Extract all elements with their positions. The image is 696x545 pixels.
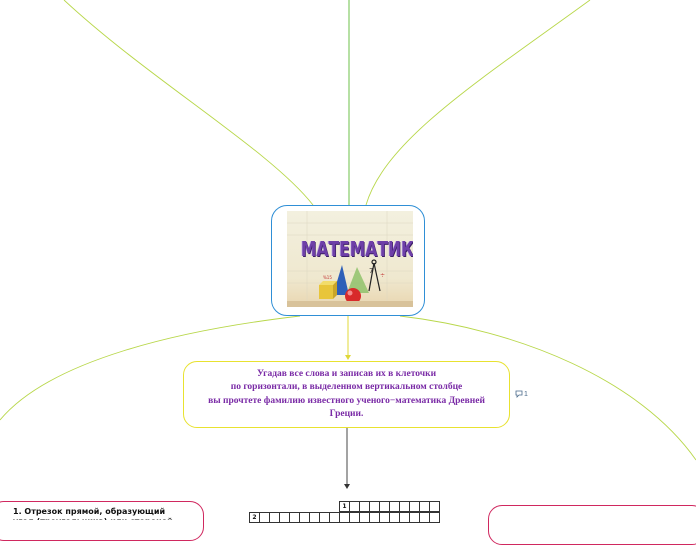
crossword-cell[interactable] — [370, 502, 380, 512]
crossword-cell[interactable] — [400, 513, 410, 523]
crossword-cell[interactable] — [320, 513, 330, 523]
crossword-cell[interactable] — [430, 513, 440, 523]
crossword-cell[interactable] — [300, 513, 310, 523]
crossword-cell[interactable] — [380, 502, 390, 512]
svg-text:7: 7 — [369, 267, 373, 275]
crossword-cell[interactable] — [340, 513, 350, 523]
crossword-cell[interactable] — [430, 502, 440, 512]
question-1-line-1: 1. Отрезок прямой, образующий — [13, 506, 203, 517]
crossword-cell[interactable] — [290, 513, 300, 523]
instruction-line-2: по горизонтали, в выделенном вертикально… — [192, 381, 502, 395]
cube-icon — [319, 281, 337, 299]
crossword-cell[interactable] — [330, 513, 340, 523]
crossword-number-2: 2 — [250, 513, 260, 523]
crossword-cell[interactable] — [350, 502, 360, 512]
crossword-cell[interactable] — [280, 513, 290, 523]
crossword-row-1: 1 — [339, 501, 440, 512]
crossword-cell[interactable] — [390, 502, 400, 512]
crossword-cell[interactable] — [270, 513, 280, 523]
instruction-line-4: Греции. — [192, 408, 502, 422]
crossword-row-2: 2 — [249, 512, 440, 523]
image-title: МАТЕМАТИКА — [301, 237, 399, 261]
arrow-head-yellow — [345, 355, 351, 360]
instruction-line-1: Угадав все слова и записав их в клеточки — [192, 368, 502, 382]
crossword-cell[interactable] — [420, 502, 430, 512]
crossword-cell[interactable] — [310, 513, 320, 523]
crossword-cell[interactable] — [420, 513, 430, 523]
crossword-cell[interactable] — [260, 513, 270, 523]
crossword-cell[interactable] — [360, 502, 370, 512]
question-node-right[interactable] — [488, 505, 696, 545]
arrow-head-dark — [344, 484, 350, 489]
mathematics-image: 7 ÷ %15 МАТЕМАТИКА — [287, 211, 413, 307]
instruction-text: Угадав все слова и записав их в клеточки… — [192, 368, 502, 422]
comment-count: 1 — [524, 391, 528, 398]
central-topic-node[interactable]: 7 ÷ %15 МАТЕМАТИКА — [271, 205, 425, 316]
crossword-cell[interactable] — [350, 513, 360, 523]
comment-icon — [515, 390, 523, 398]
connector-top-right — [366, 0, 590, 205]
instruction-line-3: вы прочтете фамилию известного ученого−м… — [192, 395, 502, 409]
question-1-node[interactable]: 1. Отрезок прямой, образующий угол (треу… — [0, 501, 204, 541]
crossword-cell[interactable] — [360, 513, 370, 523]
crossword-cell[interactable] — [390, 513, 400, 523]
crossword-cell[interactable] — [410, 502, 420, 512]
svg-text:÷: ÷ — [380, 272, 385, 279]
crossword-cell[interactable] — [380, 513, 390, 523]
instruction-node[interactable]: Угадав все слова и записав их в клеточки… — [183, 361, 510, 428]
connector-top-left — [64, 0, 313, 205]
crossword-cell[interactable] — [400, 502, 410, 512]
compass-icon — [369, 260, 380, 291]
question-1-line-2: угол (треугольника) или стороной — [13, 517, 203, 526]
comment-badge[interactable]: 1 — [515, 390, 528, 398]
crossword-cell[interactable] — [370, 513, 380, 523]
crossword-number-1: 1 — [340, 502, 350, 512]
crossword-cell[interactable] — [410, 513, 420, 523]
svg-text:%15: %15 — [323, 275, 332, 280]
